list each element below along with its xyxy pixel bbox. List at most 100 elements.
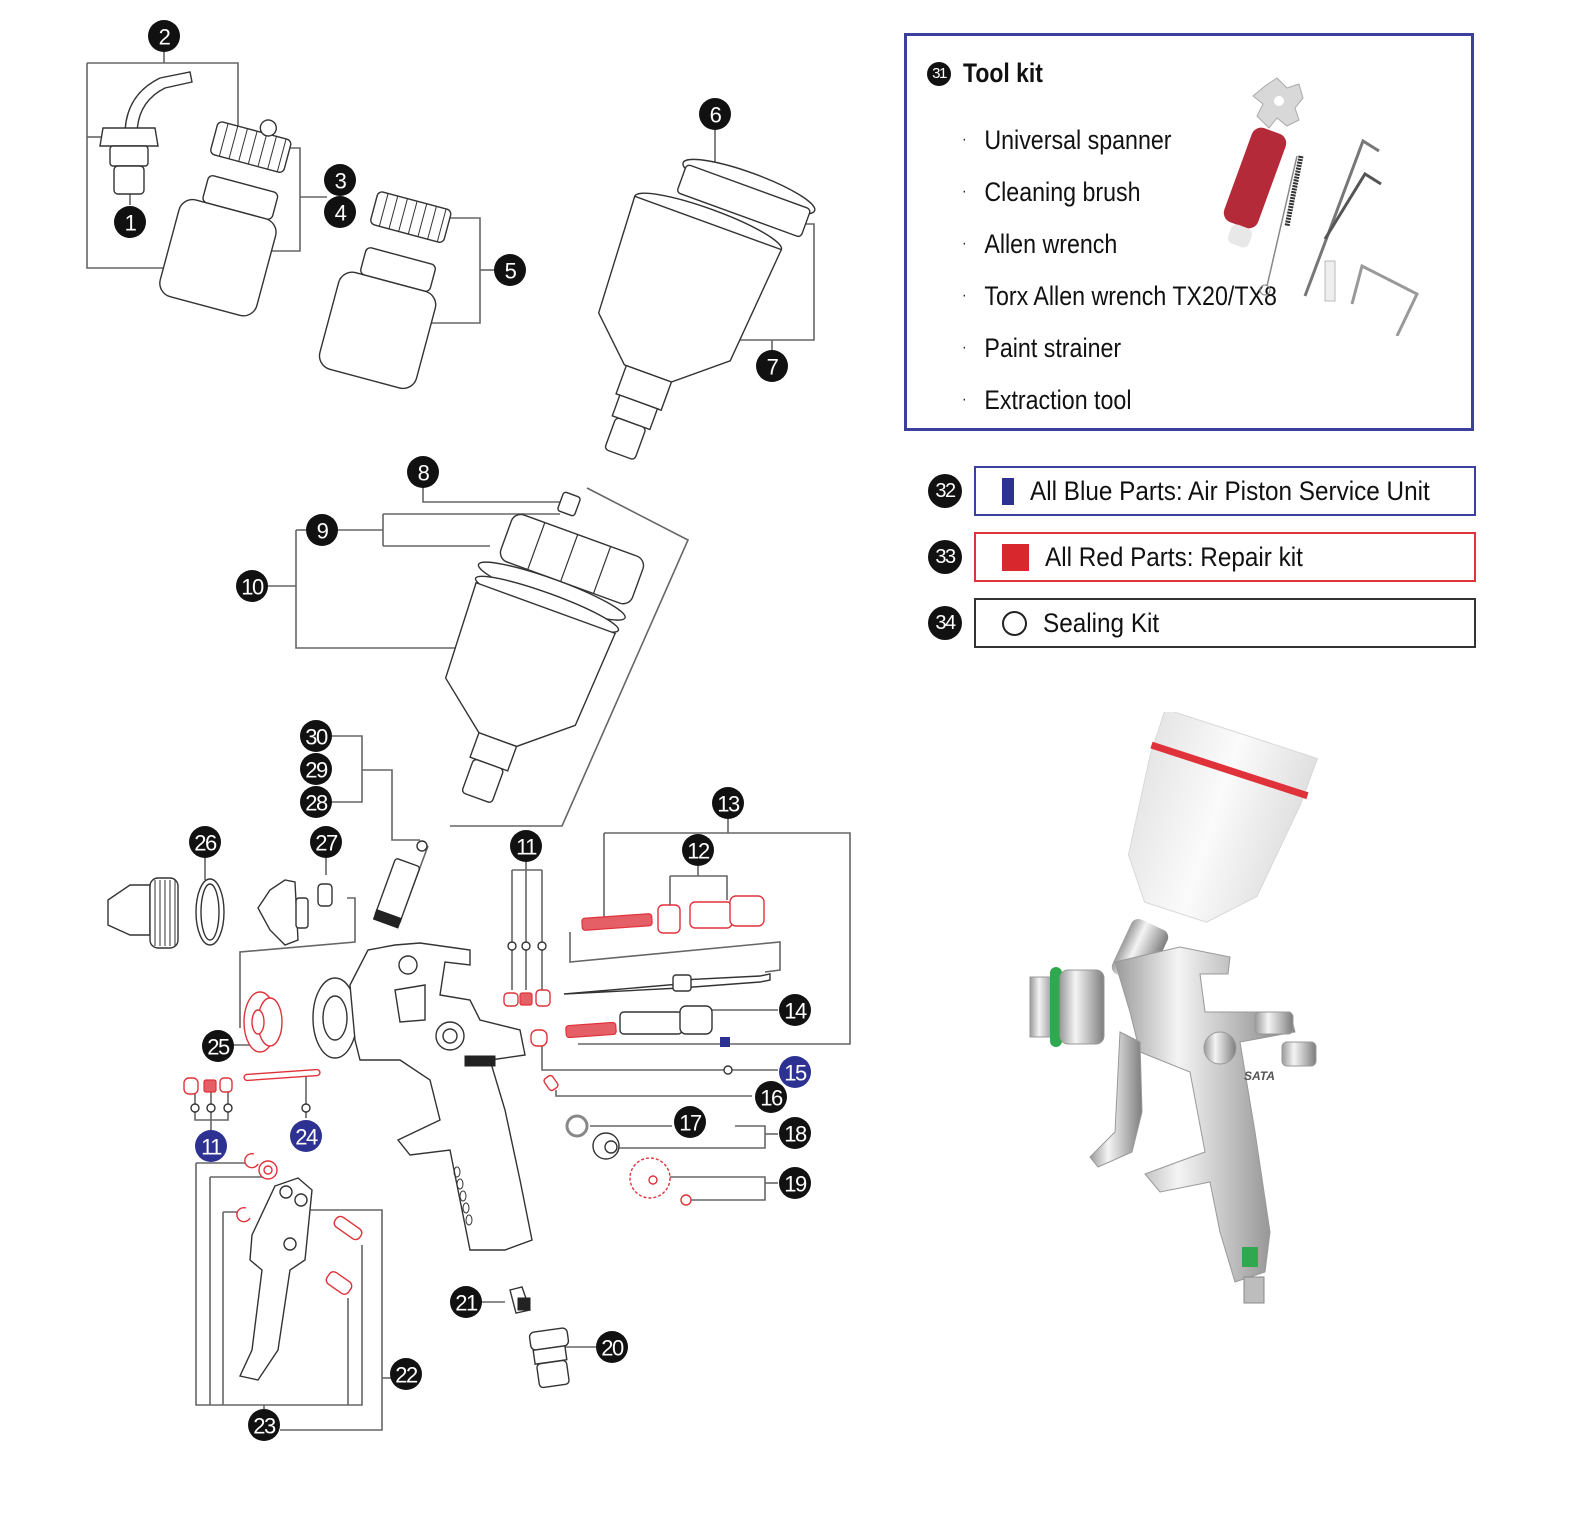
callout-number: 30 [305, 725, 328, 750]
callout-number: 27 [315, 831, 338, 856]
legend-label: Sealing Kit [1043, 607, 1160, 638]
callout-number: 15 [784, 1061, 807, 1086]
part-6-7-large-cup [597, 158, 816, 460]
toolkit-item: ·Extraction tool [962, 374, 1277, 426]
part-3-4-cup-with-lid [159, 119, 292, 317]
gun-body [1089, 918, 1296, 1304]
callout-circle [779, 1056, 811, 1088]
part-1-2-cup-vent [99, 71, 193, 195]
callout-number: 25 [207, 1035, 230, 1060]
legend-number-badge: 34 [928, 606, 962, 640]
callout-number: 8 [418, 461, 430, 486]
part-19-regulator [629, 1157, 692, 1206]
toolkit-item: ·Paint strainer [962, 322, 1277, 374]
part-25-air-distributor [243, 991, 283, 1053]
callout-number: 22 [395, 1363, 418, 1388]
part-26-air-cap [107, 877, 225, 949]
legend-label: All Blue Parts: Air Piston Service Unit [1029, 475, 1430, 506]
callout-circle [324, 164, 356, 196]
callout-6: 6 [699, 98, 731, 130]
cup-red-ring [1150, 741, 1309, 800]
callout-circle [755, 1081, 787, 1113]
callout-number: 6 [710, 103, 722, 128]
part-11-upper-seals [503, 989, 551, 1007]
callout-circle [510, 830, 542, 862]
callout-11-blue: 11 [195, 1130, 227, 1162]
bullet-icon: · [962, 131, 967, 148]
callout-12: 12 [682, 834, 714, 866]
toolkit-item-label: Allen wrench [984, 228, 1118, 259]
part-12-13-spring-nut [581, 895, 765, 934]
legend-number-badge: 33 [928, 540, 962, 574]
part-22-23-trigger [236, 1152, 363, 1381]
bullet-icon: · [962, 391, 967, 408]
callout-circle [114, 206, 146, 238]
bullet-icon: · [962, 183, 967, 200]
part-14-material-adjustment [565, 1005, 730, 1047]
part-24-air-piston-rod [243, 1068, 321, 1082]
callout-circle [450, 1286, 482, 1318]
spray-gun-product-image: SATA [1029, 712, 1319, 1304]
part-28-29-30-filter [372, 840, 428, 929]
callout-11: 11 [510, 830, 542, 862]
callout-circle [324, 196, 356, 228]
callout-circle [189, 826, 221, 858]
callout-number: 7 [767, 355, 779, 380]
toolkit-item-label: Torx Allen wrench TX20/TX8 [984, 280, 1277, 311]
legend-row-red-parts: 33 All Red Parts: Repair kit [928, 532, 1476, 582]
blue-square-icon [1002, 477, 1014, 505]
air-cap [1029, 967, 1105, 1047]
part-15-16-seals [530, 1029, 559, 1092]
bullet-icon: · [962, 339, 967, 356]
callout-circle [699, 98, 731, 130]
callout-number: 3 [335, 169, 347, 194]
callout-number: 19 [784, 1172, 807, 1197]
callout-circle [202, 1030, 234, 1062]
callout-19: 19 [779, 1167, 811, 1199]
callout-number: 24 [295, 1125, 318, 1150]
callout-1: 1 [114, 206, 146, 238]
callout-29: 29 [300, 753, 332, 785]
callout-number: 18 [784, 1122, 807, 1147]
part-8-9-10-small-cup [444, 491, 645, 803]
callout-number: 23 [253, 1414, 276, 1439]
callout-number: 20 [601, 1336, 624, 1361]
legend-box: Sealing Kit [974, 598, 1476, 648]
paint-cup [1127, 712, 1319, 923]
callout-circle [195, 1130, 227, 1162]
callout-circle [290, 1120, 322, 1152]
callout-circle [300, 786, 332, 818]
cleaning-brush-icon [1259, 155, 1304, 296]
callout-28: 28 [300, 786, 332, 818]
part-gun-body [312, 942, 533, 1251]
callout-3: 3 [324, 164, 356, 196]
callout-circle [310, 826, 342, 858]
callout-circle [596, 1331, 628, 1363]
bullet-icon: · [962, 235, 967, 252]
callout-24-blue: 24 [290, 1120, 322, 1152]
callout-30: 30 [300, 720, 332, 752]
toolkit-item-label: Universal spanner [984, 124, 1172, 155]
callout-number: 21 [455, 1291, 478, 1316]
callout-7: 7 [756, 350, 788, 382]
callout-circle [779, 1167, 811, 1199]
callout-circle [712, 787, 744, 819]
callout-circle [779, 994, 811, 1026]
part-21-clip [509, 1286, 531, 1314]
paint-strainer-icon [1324, 260, 1336, 302]
callout-number: 5 [505, 259, 517, 284]
universal-spanner-icon [1223, 77, 1304, 248]
callout-number: 28 [305, 791, 328, 816]
callout-23: 23 [248, 1409, 280, 1441]
callout-circle [300, 753, 332, 785]
callout-number: 11 [516, 835, 537, 860]
callout-number: 12 [687, 839, 710, 864]
callout-26: 26 [189, 826, 221, 858]
callout-13: 13 [712, 787, 744, 819]
callout-circle [756, 350, 788, 382]
legend-box: All Blue Parts: Air Piston Service Unit [974, 466, 1476, 516]
bullet-icon: · [962, 287, 967, 304]
callout-number: 16 [760, 1086, 783, 1111]
